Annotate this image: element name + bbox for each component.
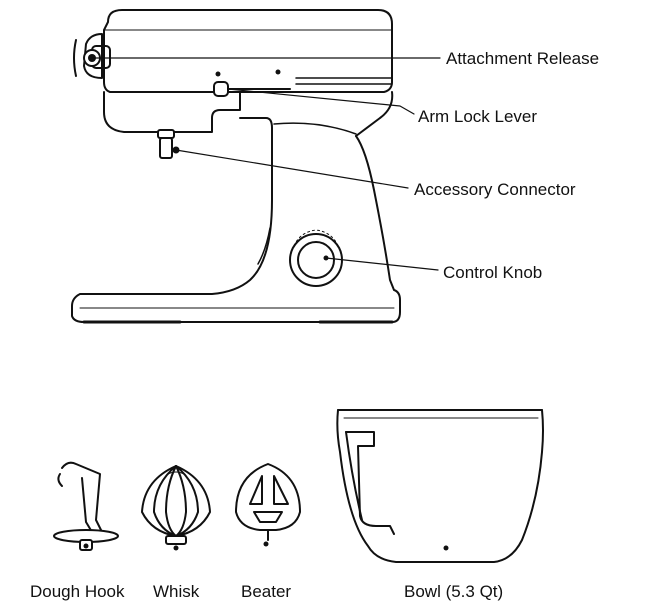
- mixer-stand: [71, 117, 401, 324]
- control-knob: [289, 229, 343, 287]
- caption-beater: Beater: [241, 582, 292, 601]
- beater-illustration: [235, 463, 301, 547]
- label-control-knob: Control Knob: [443, 263, 543, 282]
- caption-dough-hook: Dough Hook: [30, 582, 125, 601]
- label-accessory-connector: Accessory Connector: [414, 180, 576, 199]
- mixer-head: [73, 9, 394, 137]
- leader-accessory-connector: [175, 149, 409, 189]
- dough-hook-illustration: [53, 461, 119, 551]
- callout-leaders: [91, 57, 441, 271]
- caption-bowl: Bowl (5.3 Qt): [404, 582, 504, 601]
- accessory-connector: [157, 129, 180, 159]
- leader-control-knob: [325, 257, 439, 271]
- leader-arm-lock-lever: [227, 88, 415, 115]
- label-attachment-release: Attachment Release: [446, 49, 600, 68]
- whisk-illustration: [141, 465, 211, 551]
- caption-whisk: Whisk: [153, 582, 200, 601]
- bowl-illustration: [336, 409, 544, 563]
- label-arm-lock-lever: Arm Lock Lever: [418, 107, 538, 126]
